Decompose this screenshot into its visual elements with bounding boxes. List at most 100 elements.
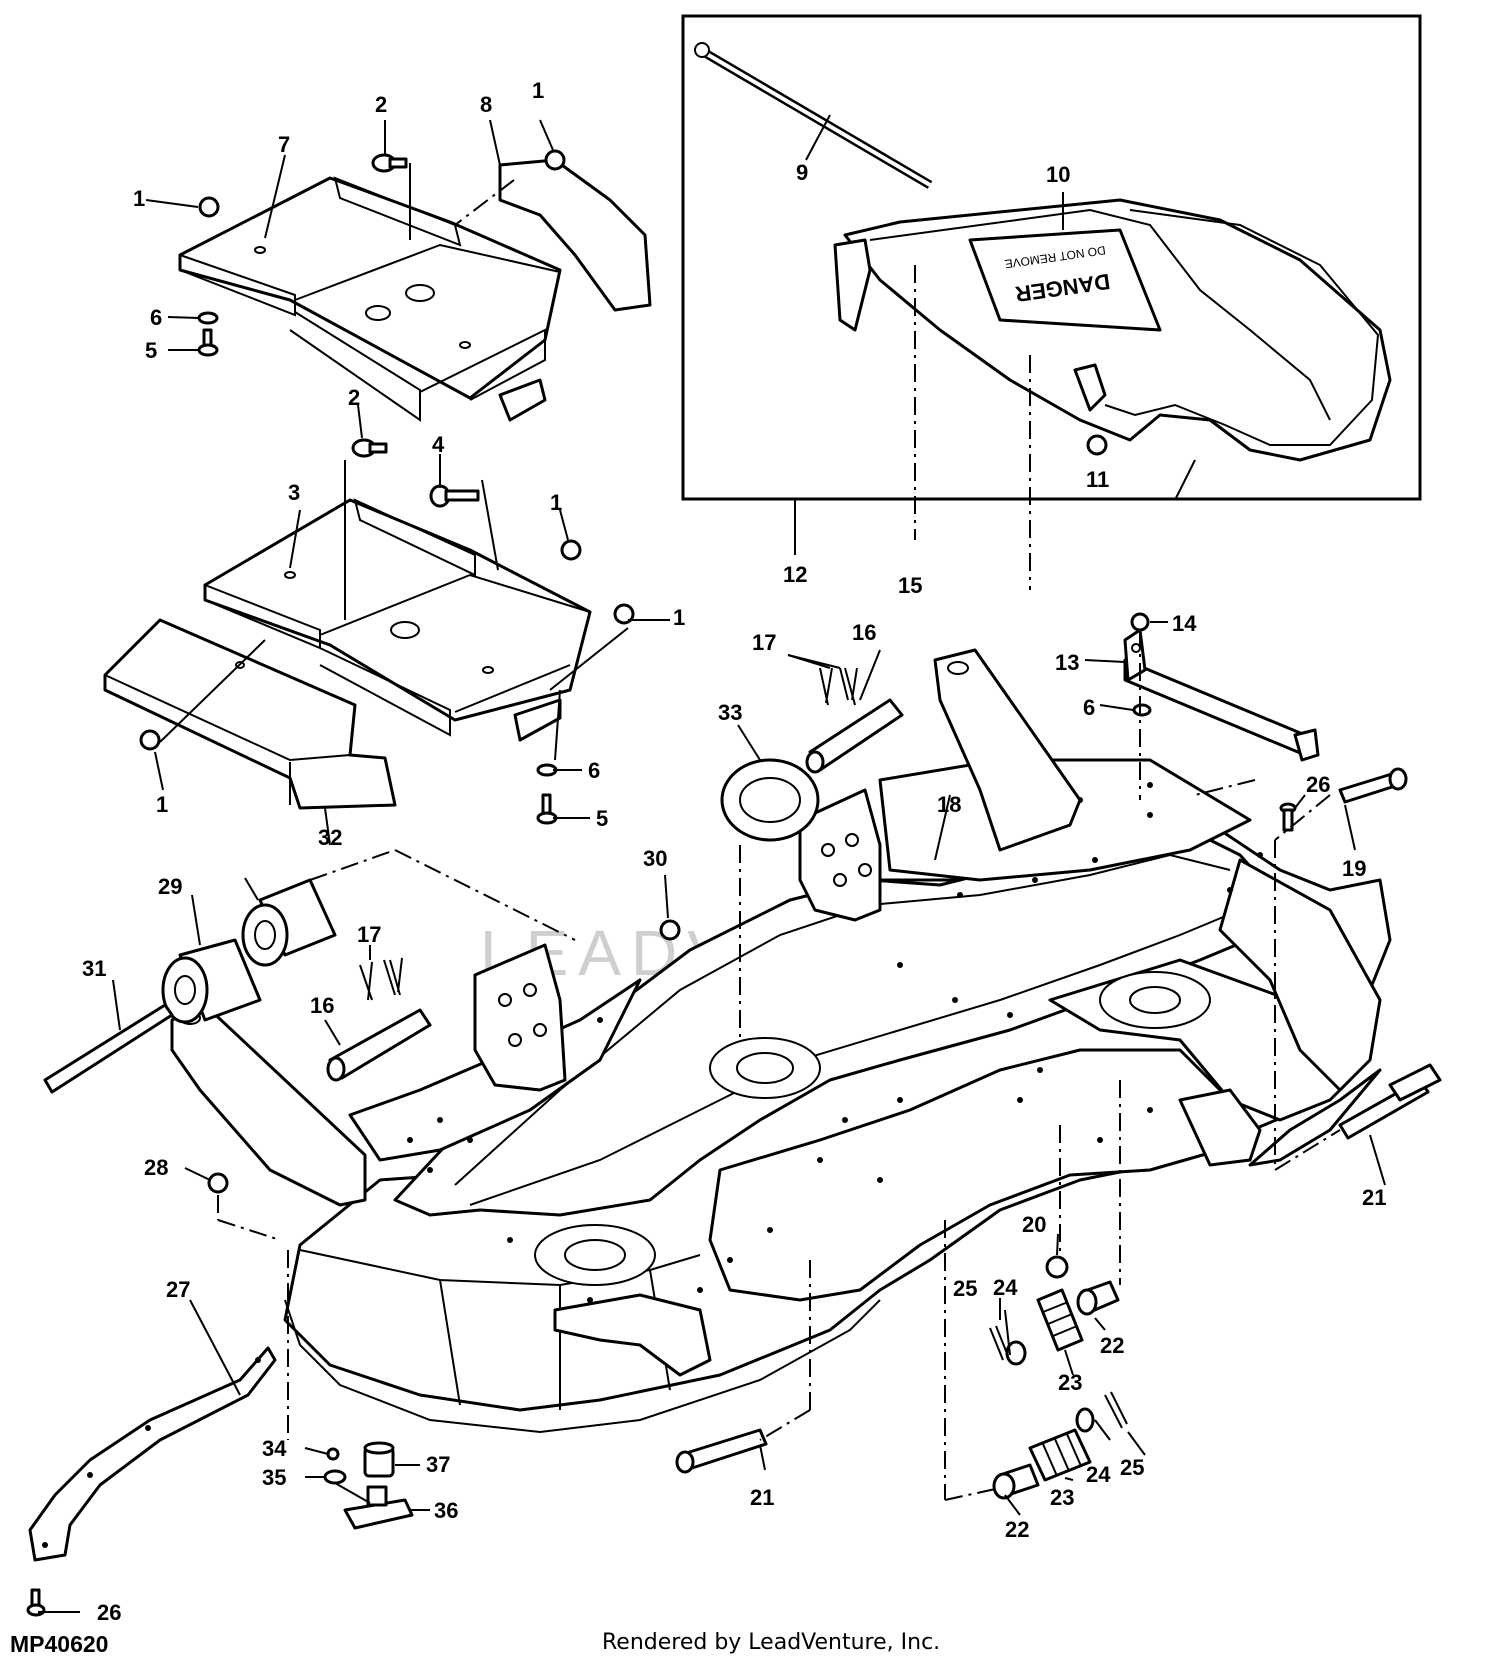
callout-7[interactable]: 7 bbox=[278, 132, 290, 157]
part-4-bolt[interactable] bbox=[429, 484, 480, 508]
part-35-washer[interactable] bbox=[323, 1469, 347, 1485]
callout-26[interactable]: 26 bbox=[97, 1600, 121, 1625]
part-6-washer-a[interactable] bbox=[197, 311, 219, 325]
part-1-nut-c[interactable] bbox=[560, 539, 582, 561]
part-1-nut-a[interactable] bbox=[198, 196, 220, 218]
part-1-nut-e[interactable] bbox=[139, 729, 161, 751]
part-32-bracket[interactable] bbox=[103, 618, 397, 810]
callout-35[interactable]: 35 bbox=[262, 1465, 286, 1490]
callout-27[interactable]: 27 bbox=[166, 1277, 190, 1302]
part-21-pin-bottom[interactable] bbox=[675, 1428, 768, 1474]
callout-2[interactable]: 2 bbox=[348, 385, 360, 410]
callout-12[interactable]: 12 bbox=[783, 562, 807, 587]
part-1-nut-b[interactable] bbox=[544, 149, 566, 171]
part-23-spring-upper[interactable] bbox=[1036, 1288, 1084, 1352]
callout-8[interactable]: 8 bbox=[480, 92, 492, 117]
callout-37[interactable]: 37 bbox=[426, 1452, 450, 1477]
callout-16[interactable]: 16 bbox=[852, 620, 876, 645]
callout-11[interactable]: 11 bbox=[1086, 467, 1109, 492]
part-26-bolt-left[interactable] bbox=[26, 1588, 46, 1617]
callout-16[interactable]: 16 bbox=[310, 993, 334, 1018]
part-2-bolt-a[interactable] bbox=[371, 153, 408, 173]
callout-10[interactable]: 10 bbox=[1046, 162, 1070, 187]
callout-5[interactable]: 5 bbox=[145, 338, 157, 363]
callout-17[interactable]: 17 bbox=[752, 630, 776, 655]
part-7-upper-plate[interactable] bbox=[178, 176, 562, 422]
callout-25[interactable]: 25 bbox=[1120, 1455, 1144, 1480]
part-25-cotter-lower[interactable] bbox=[1104, 1391, 1128, 1429]
part-37-bushing[interactable] bbox=[363, 1441, 395, 1478]
callout-22[interactable]: 22 bbox=[1005, 1517, 1029, 1542]
part-14-nut[interactable] bbox=[1130, 612, 1150, 632]
part-22-bushing-lower[interactable] bbox=[992, 1463, 1040, 1500]
part-13-bracket[interactable] bbox=[1123, 628, 1320, 762]
callout-1[interactable]: 1 bbox=[550, 490, 562, 515]
part-17-clips-lower[interactable] bbox=[359, 957, 403, 1001]
callout-28[interactable]: 28 bbox=[144, 1155, 168, 1180]
part-24-washer-lower[interactable] bbox=[1075, 1407, 1095, 1433]
part-19-bolt[interactable] bbox=[1338, 767, 1408, 804]
callout-1[interactable]: 1 bbox=[673, 605, 685, 630]
part-20-nut[interactable] bbox=[1045, 1255, 1069, 1279]
callout-14[interactable]: 14 bbox=[1172, 611, 1197, 636]
part-29-roller-upper[interactable] bbox=[241, 878, 337, 967]
callout-1[interactable]: 1 bbox=[532, 78, 544, 103]
part-5-bolt-b[interactable] bbox=[536, 793, 558, 825]
callout-29[interactable]: 29 bbox=[158, 874, 182, 899]
part-21-pin-right[interactable] bbox=[1338, 1063, 1442, 1140]
callout-4[interactable]: 4 bbox=[432, 432, 445, 457]
callout-32[interactable]: 32 bbox=[318, 825, 342, 850]
part-29-roller-lower[interactable] bbox=[161, 938, 262, 1024]
callout-3[interactable]: 3 bbox=[288, 480, 300, 505]
callout-24[interactable]: 24 bbox=[1086, 1462, 1111, 1487]
part-8-side-shield[interactable] bbox=[498, 158, 652, 312]
part-10-discharge-chute[interactable]: DANGER DO NOT REMOVE bbox=[833, 198, 1392, 462]
part-36-spindle[interactable] bbox=[343, 1485, 414, 1530]
callout-6[interactable]: 6 bbox=[1083, 695, 1095, 720]
part-2-bolt-b[interactable] bbox=[351, 438, 388, 458]
part-16-pin-upper[interactable] bbox=[805, 698, 904, 774]
part-27-strap[interactable] bbox=[28, 1346, 277, 1562]
callout-24[interactable]: 24 bbox=[993, 1275, 1018, 1300]
part-26-bolt-right[interactable] bbox=[1279, 802, 1297, 832]
part-33-gasket[interactable] bbox=[720, 758, 820, 842]
part-31-axle[interactable] bbox=[43, 1003, 174, 1094]
callout-23[interactable]: 23 bbox=[1058, 1370, 1082, 1395]
part-3-lower-plate[interactable] bbox=[203, 498, 592, 742]
callout-1[interactable]: 1 bbox=[133, 186, 145, 211]
callout-22[interactable]: 22 bbox=[1100, 1333, 1124, 1358]
part-30-nut[interactable] bbox=[659, 919, 681, 941]
callout-2[interactable]: 2 bbox=[375, 92, 387, 117]
part-22-bushing-upper[interactable] bbox=[1076, 1280, 1120, 1316]
part-6-washer-c[interactable] bbox=[1132, 703, 1152, 717]
callout-26[interactable]: 26 bbox=[1306, 772, 1330, 797]
callout-17[interactable]: 17 bbox=[357, 922, 381, 947]
callout-33[interactable]: 33 bbox=[718, 700, 742, 725]
callout-23[interactable]: 23 bbox=[1050, 1485, 1074, 1510]
callout-34[interactable]: 34 bbox=[262, 1436, 287, 1461]
callout-31[interactable]: 31 bbox=[82, 956, 106, 981]
callout-9[interactable]: 9 bbox=[796, 160, 808, 185]
callout-6[interactable]: 6 bbox=[150, 305, 162, 330]
callout-25[interactable]: 25 bbox=[953, 1276, 977, 1301]
callout-15[interactable]: 15 bbox=[898, 573, 922, 598]
part-18-mower-deck[interactable] bbox=[283, 758, 1392, 1434]
part-9-rod[interactable] bbox=[694, 42, 933, 189]
callout-13[interactable]: 13 bbox=[1055, 650, 1079, 675]
part-17-clips-upper[interactable] bbox=[819, 667, 858, 706]
part-16-pin-lower[interactable] bbox=[326, 1008, 432, 1082]
callout-30[interactable]: 30 bbox=[643, 846, 667, 871]
part-34-screw[interactable] bbox=[326, 1447, 340, 1461]
callout-21[interactable]: 21 bbox=[750, 1485, 774, 1510]
part-23-spring-lower[interactable] bbox=[1028, 1428, 1092, 1482]
callout-5[interactable]: 5 bbox=[596, 806, 608, 831]
callout-1[interactable]: 1 bbox=[156, 792, 168, 817]
part-1-nut-d[interactable] bbox=[613, 603, 635, 625]
part-25-cotter-upper[interactable] bbox=[989, 1325, 1009, 1361]
part-28-nut[interactable] bbox=[207, 1172, 229, 1194]
callout-6[interactable]: 6 bbox=[588, 758, 600, 783]
callout-19[interactable]: 19 bbox=[1342, 856, 1366, 881]
callout-36[interactable]: 36 bbox=[434, 1498, 458, 1523]
part-11-nut[interactable] bbox=[1086, 434, 1108, 456]
callout-18[interactable]: 18 bbox=[937, 792, 961, 817]
